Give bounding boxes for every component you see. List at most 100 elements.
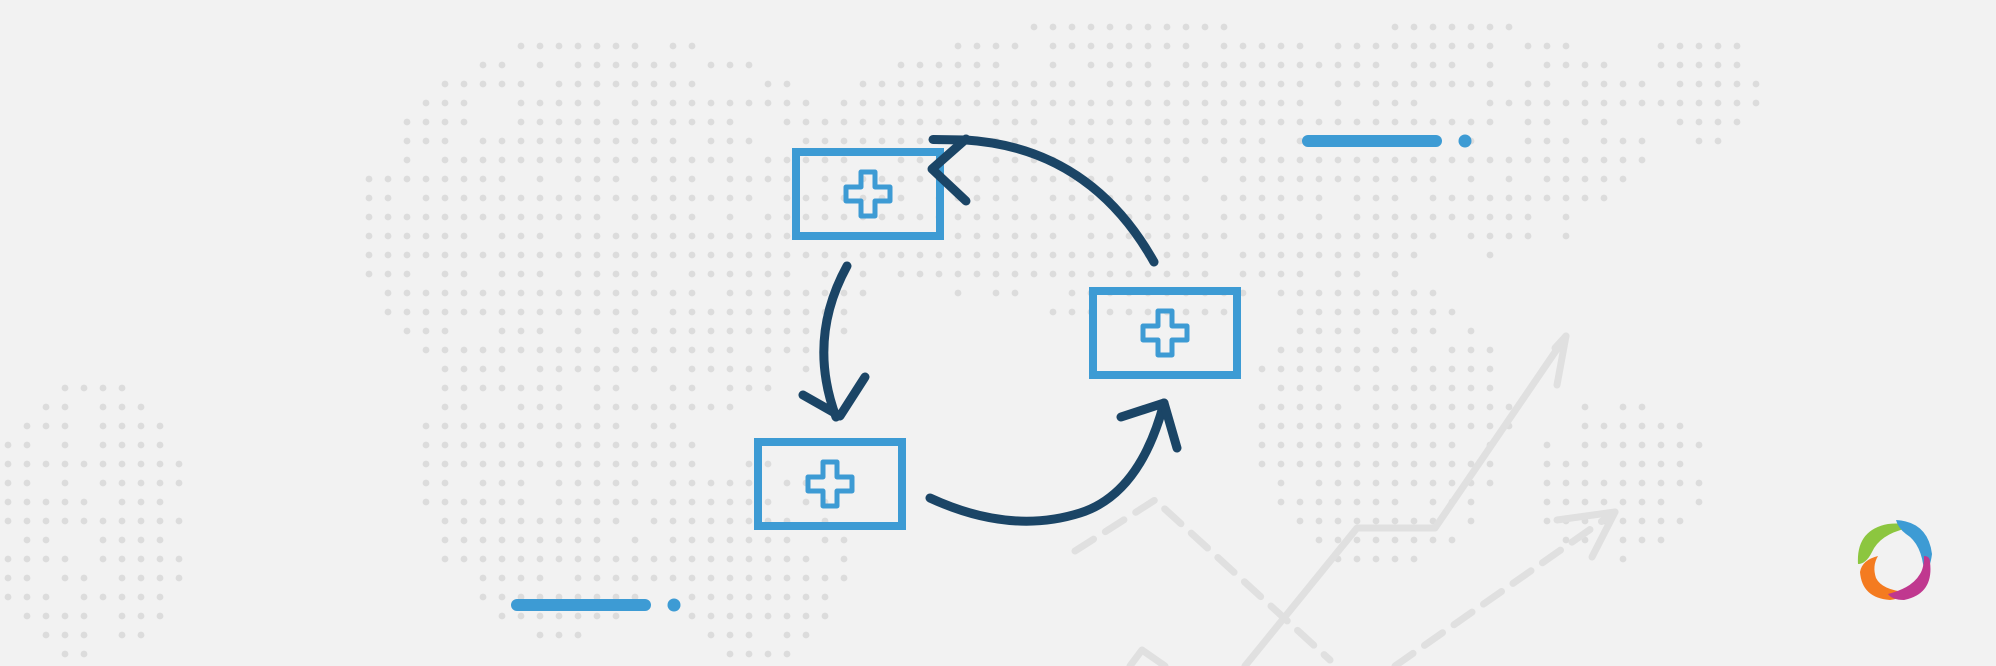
- map-dot: [498, 422, 506, 430]
- map-dot: [1391, 308, 1399, 316]
- map-dot: [631, 327, 639, 335]
- map-dot: [650, 498, 658, 506]
- map-dot: [897, 61, 905, 69]
- map-dot: [441, 80, 449, 88]
- map-dot: [498, 308, 506, 316]
- map-dot: [1296, 422, 1304, 430]
- map-dot: [1600, 118, 1608, 126]
- map-dot: [1486, 156, 1494, 164]
- map-dot: [1239, 137, 1247, 145]
- map-dot: [745, 327, 753, 335]
- map-dot: [1600, 137, 1608, 145]
- map-dot: [802, 346, 810, 354]
- map-dot: [1505, 156, 1513, 164]
- map-dot: [745, 365, 753, 373]
- map-dot: [593, 213, 601, 221]
- map-dot: [1201, 270, 1209, 278]
- map-dot: [745, 574, 753, 582]
- map-dot: [1239, 156, 1247, 164]
- map-dot: [593, 194, 601, 202]
- map-dot: [555, 460, 563, 468]
- map-dot: [1467, 327, 1475, 335]
- map-dot: [631, 99, 639, 107]
- map-dot: [99, 441, 107, 449]
- map-dot: [1391, 517, 1399, 525]
- map-dot: [1030, 118, 1038, 126]
- map-dot: [555, 194, 563, 202]
- map-dot: [1486, 365, 1494, 373]
- map-dot: [1125, 118, 1133, 126]
- map-dot: [517, 555, 525, 563]
- map-dot: [1068, 156, 1076, 164]
- map-dot: [1030, 270, 1038, 278]
- map-dot: [479, 365, 487, 373]
- map-dot: [1296, 517, 1304, 525]
- logo-segment-magenta: [1888, 556, 1931, 600]
- map-dot: [1543, 479, 1551, 487]
- map-dot: [707, 270, 715, 278]
- map-dot: [1676, 460, 1684, 468]
- map-dot: [574, 327, 582, 335]
- map-dot: [118, 517, 126, 525]
- map-dot: [384, 308, 392, 316]
- map-dot: [1315, 403, 1323, 411]
- card-bottom: [754, 438, 906, 530]
- map-dot: [726, 156, 734, 164]
- map-dot: [726, 403, 734, 411]
- map-dot: [1182, 308, 1190, 316]
- map-dot: [897, 194, 905, 202]
- map-dot: [631, 479, 639, 487]
- map-dot: [954, 118, 962, 126]
- map-dot: [1182, 156, 1190, 164]
- map-dot: [726, 251, 734, 259]
- map-dot: [137, 460, 145, 468]
- map-dot: [783, 156, 791, 164]
- map-dot: [764, 460, 772, 468]
- map-dot: [80, 612, 88, 620]
- map-dot: [745, 232, 753, 240]
- map-dot: [574, 137, 582, 145]
- map-dot: [1486, 23, 1494, 31]
- map-dot: [1296, 194, 1304, 202]
- map-dot: [1486, 384, 1494, 392]
- map-dot: [460, 441, 468, 449]
- map-dot: [1638, 460, 1646, 468]
- map-dot: [688, 555, 696, 563]
- map-dot: [631, 118, 639, 126]
- map-dot: [1220, 61, 1228, 69]
- map-dot: [1353, 61, 1361, 69]
- map-dot: [612, 593, 620, 601]
- map-dot: [1068, 80, 1076, 88]
- map-dot: [1163, 42, 1171, 50]
- map-dot: [1676, 479, 1684, 487]
- map-dot: [650, 327, 658, 335]
- map-dot: [1581, 99, 1589, 107]
- map-dot: [1448, 42, 1456, 50]
- map-dot: [1011, 175, 1019, 183]
- map-dot: [745, 460, 753, 468]
- map-dot: [726, 517, 734, 525]
- map-dot: [878, 137, 886, 145]
- map-dot: [80, 593, 88, 601]
- map-dot: [1486, 251, 1494, 259]
- map-dot: [1353, 536, 1361, 544]
- map-dot: [555, 289, 563, 297]
- map-dot: [23, 555, 31, 563]
- map-dot: [1581, 460, 1589, 468]
- map-dot: [1334, 61, 1342, 69]
- map-dot: [1296, 365, 1304, 373]
- map-dot: [764, 232, 772, 240]
- map-dot: [137, 555, 145, 563]
- map-dot: [1277, 270, 1285, 278]
- map-dot: [137, 403, 145, 411]
- map-dot: [593, 422, 601, 430]
- map-dot: [555, 631, 563, 639]
- map-dot: [498, 213, 506, 221]
- map-dot: [1543, 137, 1551, 145]
- map-dot: [745, 384, 753, 392]
- map-dot: [669, 175, 677, 183]
- map-dot: [1429, 365, 1437, 373]
- map-dot: [745, 517, 753, 525]
- map-dot: [1163, 175, 1171, 183]
